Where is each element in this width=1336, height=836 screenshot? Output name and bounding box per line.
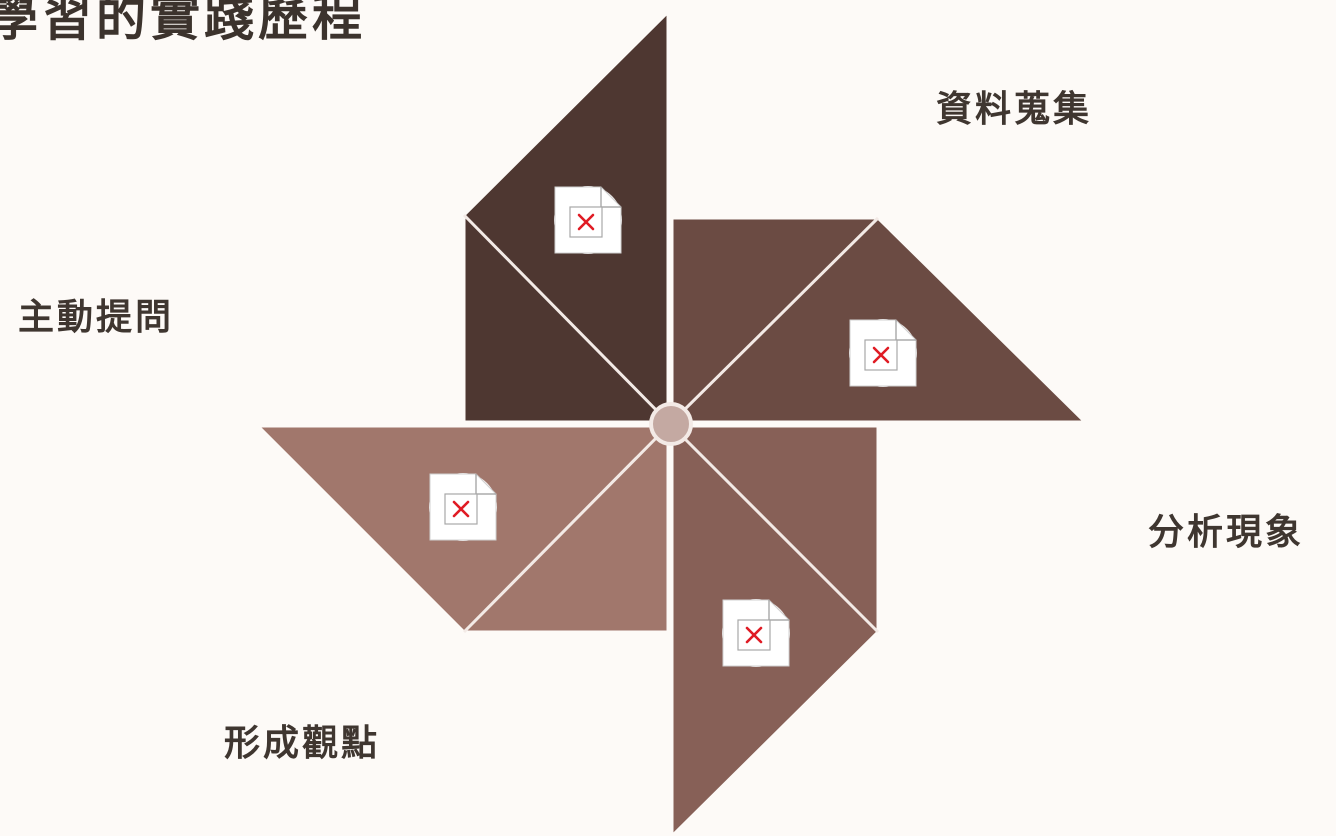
broken-image-icon — [429, 473, 497, 541]
blade-analyze-phenomena-fold-line — [670, 424, 880, 634]
step-label-active-questioning: 主動提問 — [18, 297, 175, 338]
step-label-data-collection: 資料蒐集 — [936, 89, 1093, 130]
step-label-analyze-phenomena: 分析現象 — [1148, 512, 1305, 553]
blade-active-questioning-fold-line — [462, 213, 670, 424]
step-label-form-viewpoints: 形成觀點 — [224, 723, 381, 764]
broken-image-icon — [554, 186, 622, 254]
page-title: 學習的實踐歷程 — [0, 0, 366, 47]
blade-data-collection-fold-line — [670, 216, 880, 424]
hub-circle — [649, 402, 693, 446]
broken-image-icon — [849, 319, 917, 387]
broken-image-icon — [722, 599, 790, 667]
blade-form-viewpoints-fold-line — [462, 424, 670, 634]
